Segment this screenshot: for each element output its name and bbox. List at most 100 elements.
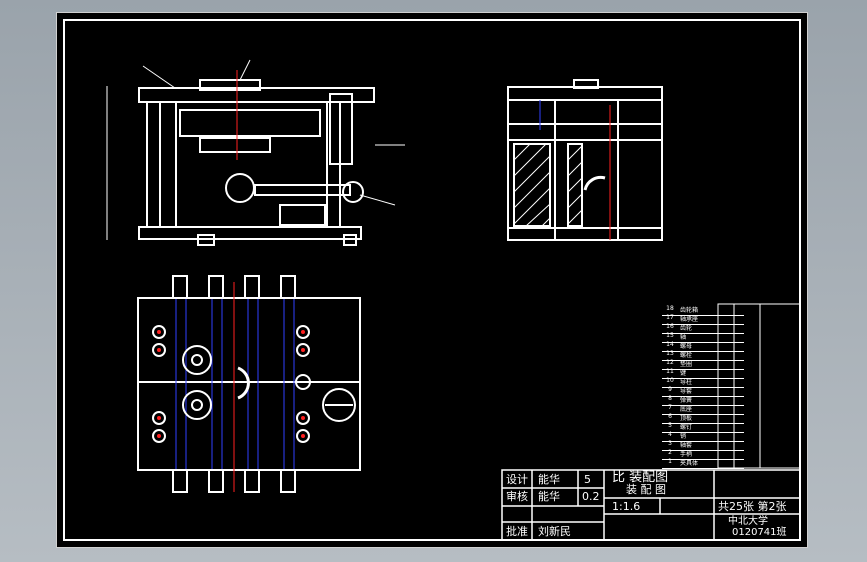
side-gear xyxy=(583,175,606,191)
parts-row: 18 齿轮箱 xyxy=(662,305,744,316)
hatch-lines xyxy=(567,145,583,225)
part-name: 销 xyxy=(680,433,687,440)
drawing-title: 比 装配图 xyxy=(612,470,669,485)
parts-row: 15 轴 xyxy=(662,332,744,343)
scale-value: 1:1.6 xyxy=(612,500,641,513)
part-name: 轴套 xyxy=(680,442,693,449)
bolt-heads-bottom xyxy=(172,469,296,493)
cam-arc xyxy=(237,366,250,400)
gear-housing xyxy=(199,137,271,153)
class-number: 0120741班 xyxy=(732,527,787,538)
part-name: 螺母 xyxy=(680,343,693,350)
bore-upper xyxy=(182,345,212,375)
parts-row: 14 螺母 xyxy=(662,341,744,352)
part-name: 顶板 xyxy=(680,415,693,422)
drawing-subtitle: 装 配 图 xyxy=(626,483,666,496)
center-pin xyxy=(295,374,311,390)
foot-right xyxy=(343,234,357,246)
part-number: 18 xyxy=(666,305,674,312)
part-name: 轴 xyxy=(680,334,687,341)
base-plate xyxy=(138,226,362,240)
sheet-info: 共25张 第2张 xyxy=(718,500,787,513)
side-view xyxy=(507,79,663,241)
parts-row: 9 导套 xyxy=(662,386,744,397)
part-number: 6 xyxy=(668,413,672,420)
role-check: 审核 xyxy=(506,490,528,503)
part-number: 1 xyxy=(668,458,672,465)
top-view xyxy=(137,275,361,493)
parts-row: 13 螺栓 xyxy=(662,350,744,361)
front-view xyxy=(106,59,405,246)
bore-lower-inner xyxy=(191,399,203,411)
part-number: 12 xyxy=(666,359,674,366)
bolt-heads-top xyxy=(172,275,296,299)
parts-row: 5 螺钉 xyxy=(662,422,744,433)
part-name: 导套 xyxy=(680,388,693,395)
name-design: 能华 xyxy=(538,473,560,486)
bore-lower xyxy=(182,390,212,420)
gear-circle xyxy=(225,173,255,203)
part-number: 17 xyxy=(666,314,674,321)
parts-row: 3 轴套 xyxy=(662,440,744,451)
role-approve: 批准 xyxy=(506,525,528,538)
name-check: 能华 xyxy=(538,490,560,503)
leader-line xyxy=(239,59,251,81)
leader-line xyxy=(142,65,176,89)
part-name: 底座 xyxy=(680,406,693,413)
middle-plate xyxy=(179,109,321,137)
name-approve: 刘新民 xyxy=(538,525,571,538)
part-name: 齿轮箱 xyxy=(680,307,699,314)
title-block-grid xyxy=(501,469,801,541)
school-name: 中北大学 xyxy=(728,516,768,527)
drawing-border xyxy=(63,19,801,541)
hidden-lines xyxy=(175,298,295,470)
part-number: 10 xyxy=(666,377,674,384)
part-number: 2 xyxy=(668,449,672,456)
parts-row: 12 垫圈 xyxy=(662,359,744,370)
part-name: 轴承座 xyxy=(680,316,699,323)
part-number: 16 xyxy=(666,323,674,330)
part-number: 8 xyxy=(668,395,672,402)
side-outline xyxy=(507,86,663,241)
part-number: 5 xyxy=(668,422,672,429)
parts-row: 1 夹具体 xyxy=(662,458,744,469)
parts-row: 8 弹簧 xyxy=(662,395,744,406)
extra-check: 0.2 xyxy=(582,490,600,503)
extra-design: 5 xyxy=(584,473,591,486)
handwheel xyxy=(322,388,356,422)
part-number: 9 xyxy=(668,386,672,393)
part-number: 13 xyxy=(666,350,674,357)
parts-row: 17 轴承座 xyxy=(662,314,744,325)
screw-holes xyxy=(152,325,310,443)
part-number: 3 xyxy=(668,440,672,447)
part-name: 弹簧 xyxy=(680,397,693,404)
foot-left xyxy=(197,234,215,246)
part-name: 螺钉 xyxy=(680,424,693,431)
side-top-block xyxy=(573,79,599,89)
handle-shaft xyxy=(254,184,351,196)
part-number: 14 xyxy=(666,341,674,348)
top-plate xyxy=(138,87,375,103)
parts-row: 16 齿轮 xyxy=(662,323,744,334)
parts-row: 6 顶板 xyxy=(662,413,744,424)
part-number: 4 xyxy=(668,431,672,438)
hatch-lines xyxy=(513,143,551,227)
part-name: 夹具体 xyxy=(680,460,699,467)
parts-list-grid xyxy=(717,303,801,469)
lower-block xyxy=(279,204,326,226)
part-name: 齿轮 xyxy=(680,325,693,332)
part-name: 螺栓 xyxy=(680,352,693,359)
leader-line xyxy=(359,194,396,206)
part-name: 垫圈 xyxy=(680,361,693,368)
bore-upper-inner xyxy=(191,354,203,366)
right-slide xyxy=(329,93,353,165)
role-design: 设计 xyxy=(506,473,528,486)
part-number: 15 xyxy=(666,332,674,339)
